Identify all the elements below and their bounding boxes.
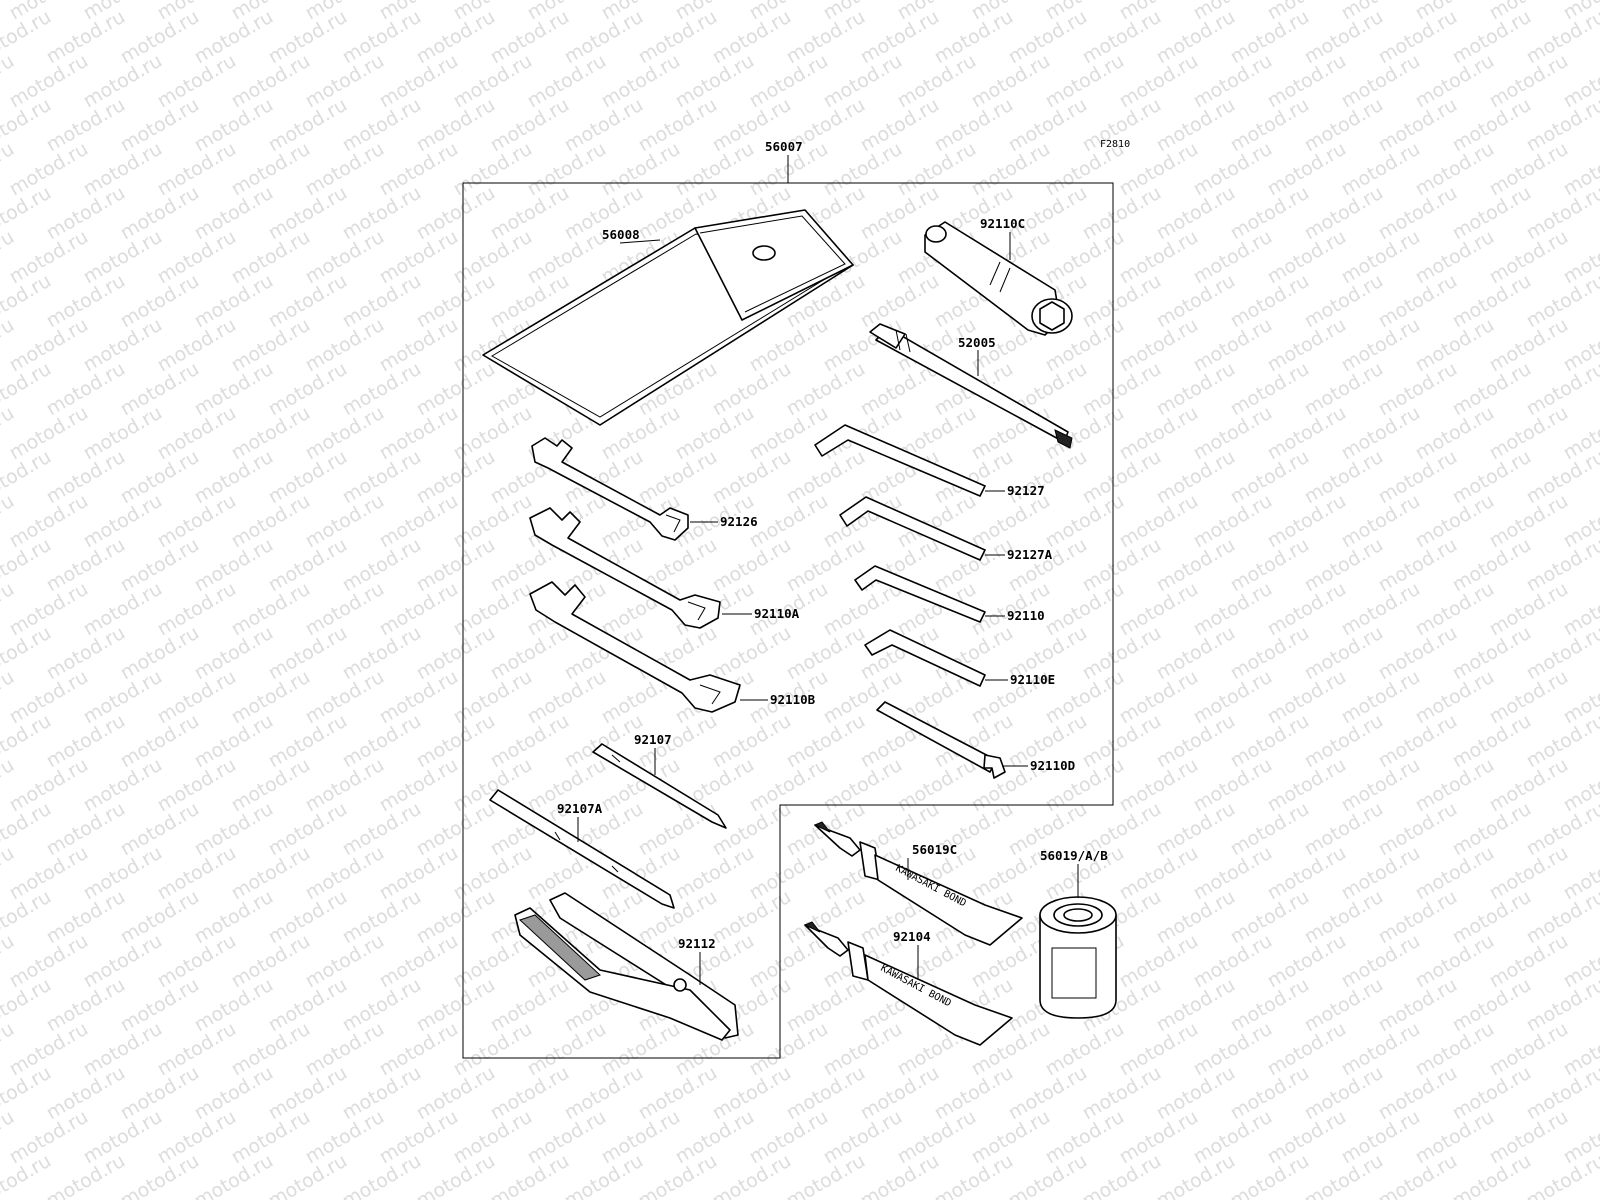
- label-screwdriver-bit: 92107: [634, 732, 672, 747]
- label-bag: 56008: [602, 227, 640, 242]
- pliers: [514, 892, 739, 1041]
- label-hex-wrench-4: 92110E: [1010, 672, 1055, 687]
- label-kit: 56007: [765, 139, 803, 154]
- watermark-text: motod.ru: [1523, 1150, 1600, 1200]
- open-wrench-92110b: [529, 581, 741, 713]
- label-screwdriver: 92107A: [557, 801, 603, 816]
- label-open-wrench-1: 92126: [720, 514, 758, 529]
- open-wrench-92110a: [529, 507, 721, 629]
- screwdriver: [489, 789, 675, 909]
- plug-wrench: [924, 221, 1073, 336]
- label-open-wrench-3: 92110B: [770, 692, 816, 707]
- kit-boundary: [462, 182, 1114, 1059]
- open-wrench-92126: [531, 437, 689, 541]
- hex-wrench-92127a: [839, 496, 986, 561]
- hex-wrench-92110e: [864, 629, 986, 687]
- oil-can: [1039, 896, 1117, 1019]
- label-hex-wrench-3: 92110: [1007, 608, 1045, 623]
- spoke-wrench: [876, 701, 1006, 779]
- label-plug-wrench: 92110C: [980, 216, 1025, 231]
- handle-bar: [869, 323, 1073, 449]
- label-oil-can: 56019/A/B: [1040, 848, 1108, 863]
- label-pliers: 92112: [678, 936, 716, 951]
- label-open-wrench-2: 92110A: [754, 606, 800, 621]
- label-bond-1: 56019C: [912, 842, 957, 857]
- label-bond-2: 92104: [893, 929, 931, 944]
- label-hex-wrench-2: 92127A: [1007, 547, 1053, 562]
- hex-wrench-92127: [814, 424, 986, 497]
- hex-wrench-92110: [854, 565, 986, 623]
- screwdriver-bit: [592, 743, 727, 829]
- label-hex-wrench-1: 92127: [1007, 483, 1045, 498]
- label-spoke-wrench: 92110D: [1030, 758, 1075, 773]
- figure-code: F2810: [1100, 139, 1130, 150]
- tool-bag: [482, 209, 854, 426]
- label-handle: 52005: [958, 335, 996, 350]
- watermark-text: motod.ru: [1560, 1194, 1600, 1200]
